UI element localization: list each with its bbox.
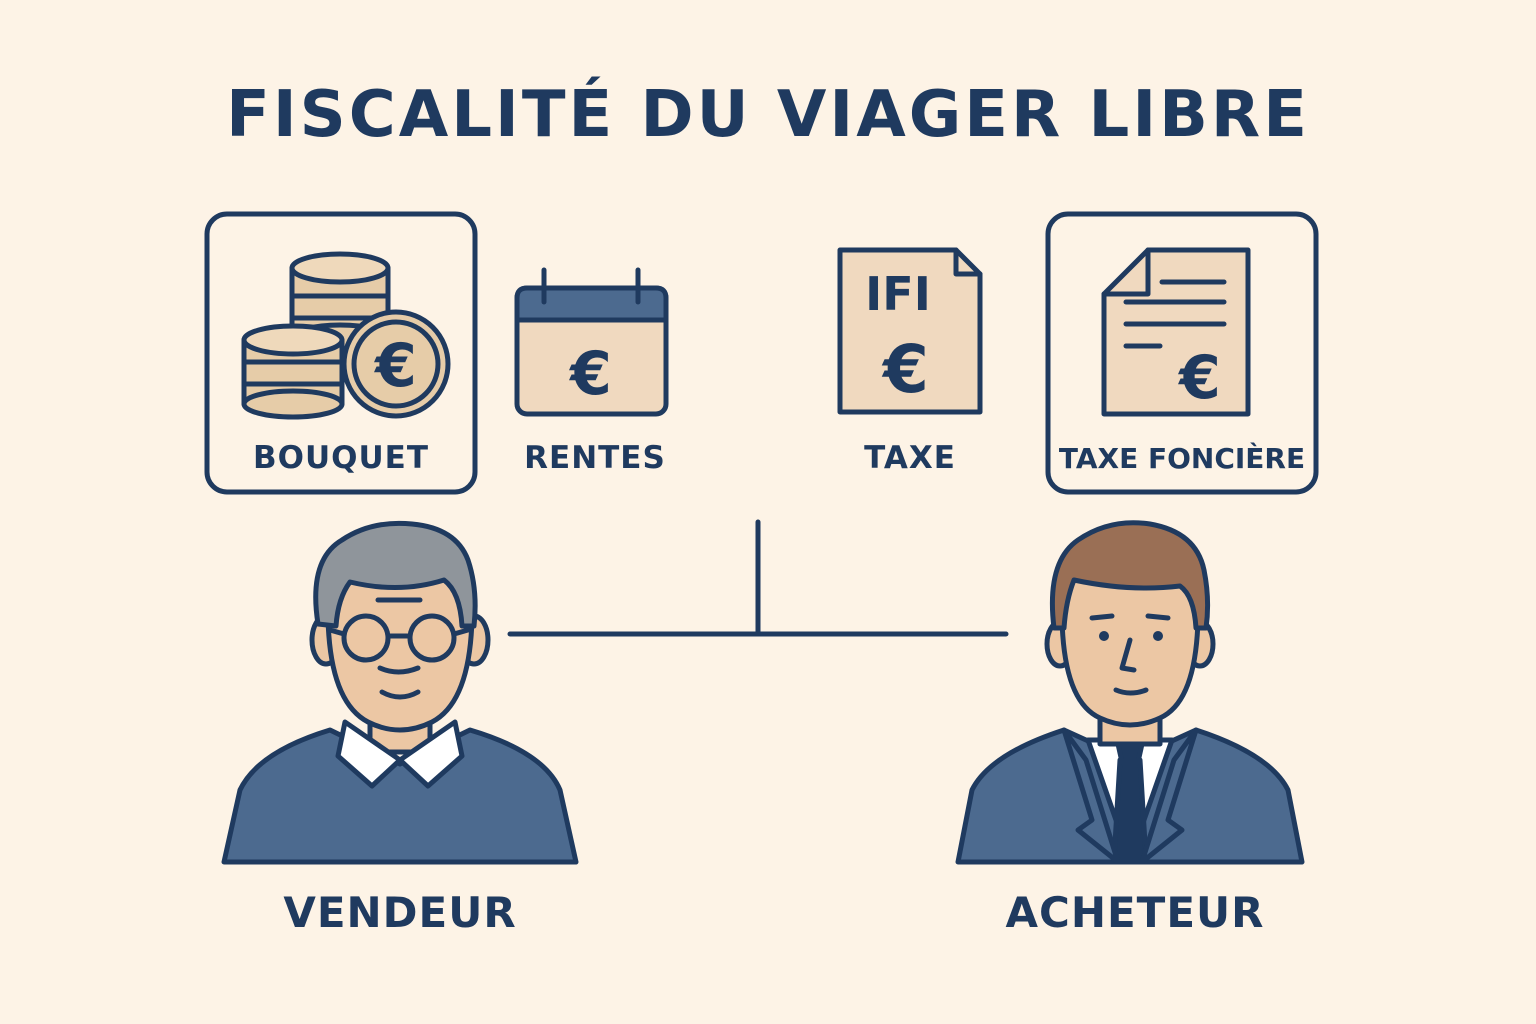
- bouquet-card: [204, 211, 478, 495]
- euro-symbol: €: [373, 331, 417, 401]
- elderly-man-icon: [221, 520, 579, 865]
- coins-euro-icon: €: [241, 251, 451, 420]
- euro-symbol: €: [568, 339, 612, 409]
- page-title: FISCALITÉ DU VIAGER LIBRE: [226, 78, 1310, 152]
- euro-symbol: €: [881, 331, 929, 408]
- seller-label: VENDEUR: [283, 888, 517, 937]
- buyer-label: ACHETEUR: [1005, 888, 1265, 937]
- rentes-label: RENTES: [524, 440, 666, 476]
- taxe-fonciere-card: [1045, 211, 1319, 495]
- euro-symbol: €: [1177, 343, 1221, 413]
- taxe-fonciere-label: TAXE FONCIÈRE: [1058, 442, 1306, 475]
- connector-lines: [507, 519, 1009, 637]
- taxe-label: TAXE: [864, 440, 956, 476]
- calendar-euro-icon: €: [514, 267, 669, 417]
- ifi-document-icon: IFI €: [837, 247, 983, 415]
- bouquet-label: BOUQUET: [252, 440, 429, 476]
- ifi-text: IFI: [865, 267, 931, 321]
- businessman-icon: [955, 520, 1305, 865]
- tax-document-icon: €: [1101, 247, 1251, 417]
